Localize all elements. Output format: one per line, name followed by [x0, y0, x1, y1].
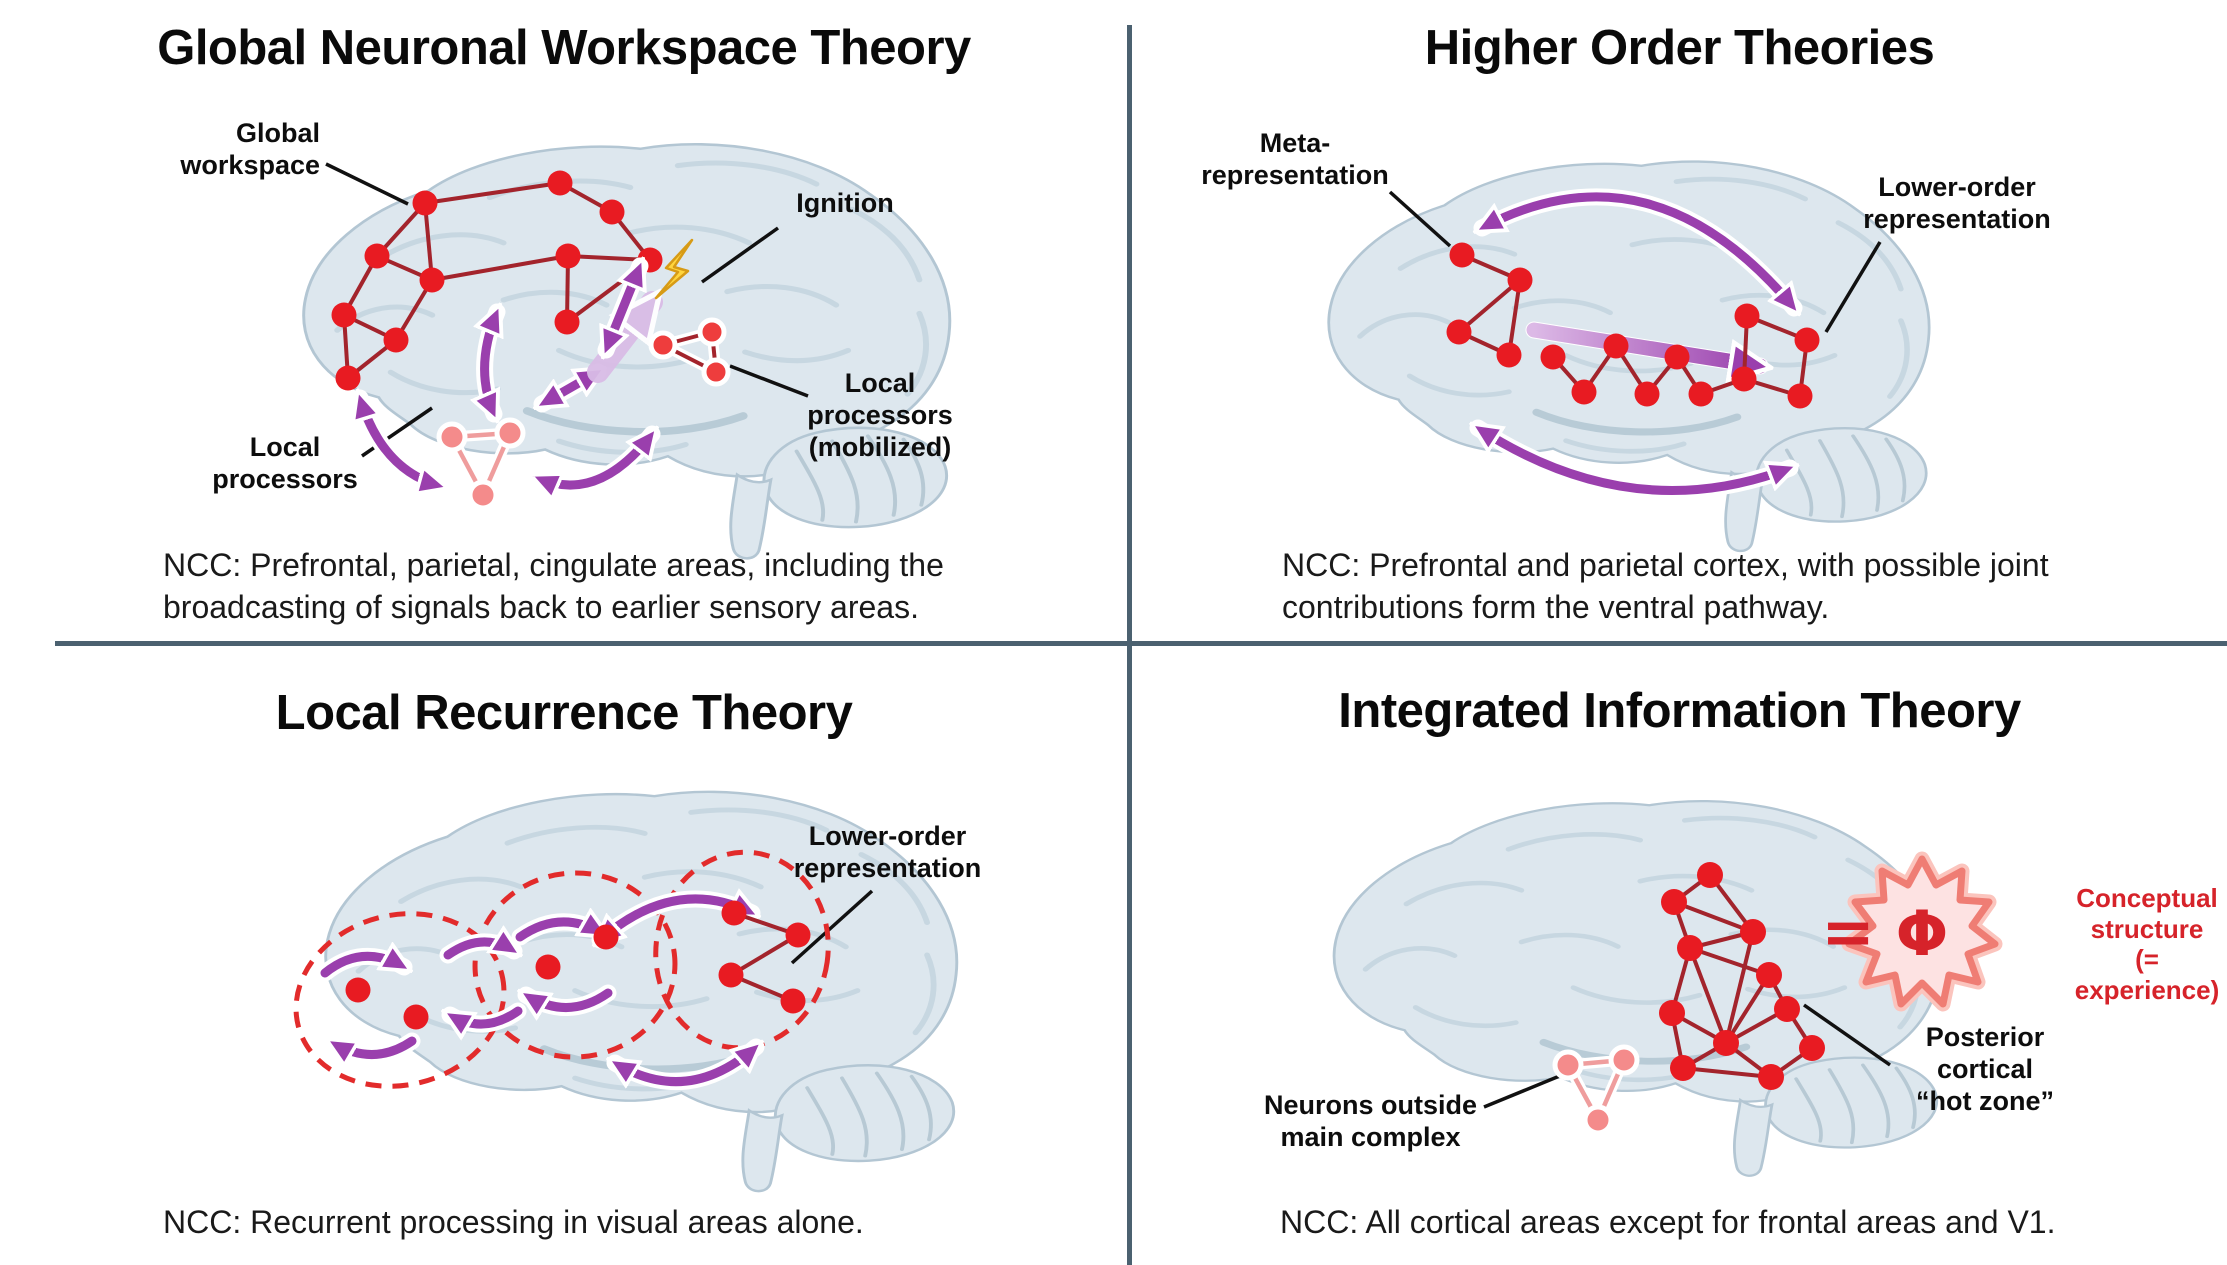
label-lower-order-representation: Lower-order representation	[793, 821, 982, 883]
phi-symbol: Φ	[1896, 897, 1949, 970]
label-ignition: Ignition	[796, 188, 894, 218]
label-conceptual-structure: Conceptual structure (= experience)	[2074, 883, 2220, 1006]
label-lower-order-representation: Lower-order representation	[1863, 172, 2051, 234]
quadrant-integrated-information: Integrated Information Theory	[1132, 645, 2227, 1265]
iit-figure: Φ =	[1132, 645, 2003, 1265]
lightning-bolt-icon	[654, 238, 694, 300]
gnwt-figure	[0, 0, 1128, 643]
quadrant-higher-order: Higher Order Theories	[1132, 0, 2227, 643]
horizontal-divider	[55, 641, 2227, 646]
ncc-caption: NCC: All cortical areas except for front…	[1280, 1204, 2056, 1240]
page-title: Local Recurrence Theory	[275, 686, 853, 740]
leader-lines	[1483, 1003, 1892, 1109]
label-local-processors-mobilized: Local processors (mobilized)	[807, 368, 953, 462]
page-title: Global Neuronal Workspace Theory	[157, 21, 971, 75]
meta-representation-network	[1446, 242, 1533, 368]
lower-order-network	[1540, 303, 1820, 409]
label-posterior-hot-zone: Posterior cortical “hot zone”	[1916, 1022, 2054, 1116]
ncc-caption: NCC: Recurrent processing in visual area…	[163, 1204, 864, 1240]
page-title: Integrated Information Theory	[1338, 684, 2021, 738]
purple-arrows	[360, 266, 652, 486]
label-neurons-outside: Neurons outside main complex	[1263, 1090, 1478, 1152]
hot-zone-network	[1659, 862, 1825, 1090]
label-meta-representation: Meta- representation	[1201, 128, 1389, 190]
leader-lines	[1388, 190, 1882, 333]
label-local-processors: Local processors	[212, 432, 358, 494]
outside-complex-cluster	[1552, 1044, 1640, 1136]
quadrant-global-workspace: Global Neuronal Workspace Theory	[0, 0, 1128, 643]
ncc-caption: NCC: Prefrontal, parietal, cingulate are…	[163, 547, 944, 626]
equals-sign: =	[1821, 896, 1875, 970]
leader-line	[790, 889, 874, 965]
ncc-caption: NCC: Prefrontal and parietal cortex, wit…	[1282, 547, 2049, 626]
workspace-network	[331, 170, 663, 391]
phi-starburst-icon: Φ	[1841, 851, 2003, 1012]
purple-arrows	[1478, 188, 1803, 499]
mobilized-processors-cluster	[648, 317, 731, 387]
recurrent-nodes	[345, 924, 619, 1030]
local-processors-cluster	[436, 417, 526, 511]
label-global-workspace: Global workspace	[180, 118, 320, 180]
hot-figure	[1132, 0, 2227, 643]
page-title: Higher Order Theories	[1424, 21, 1935, 75]
lrt-figure	[293, 645, 1128, 1265]
quadrant-local-recurrence: Local Recurrence Theory	[0, 645, 1128, 1265]
lower-order-cluster	[718, 900, 811, 1014]
